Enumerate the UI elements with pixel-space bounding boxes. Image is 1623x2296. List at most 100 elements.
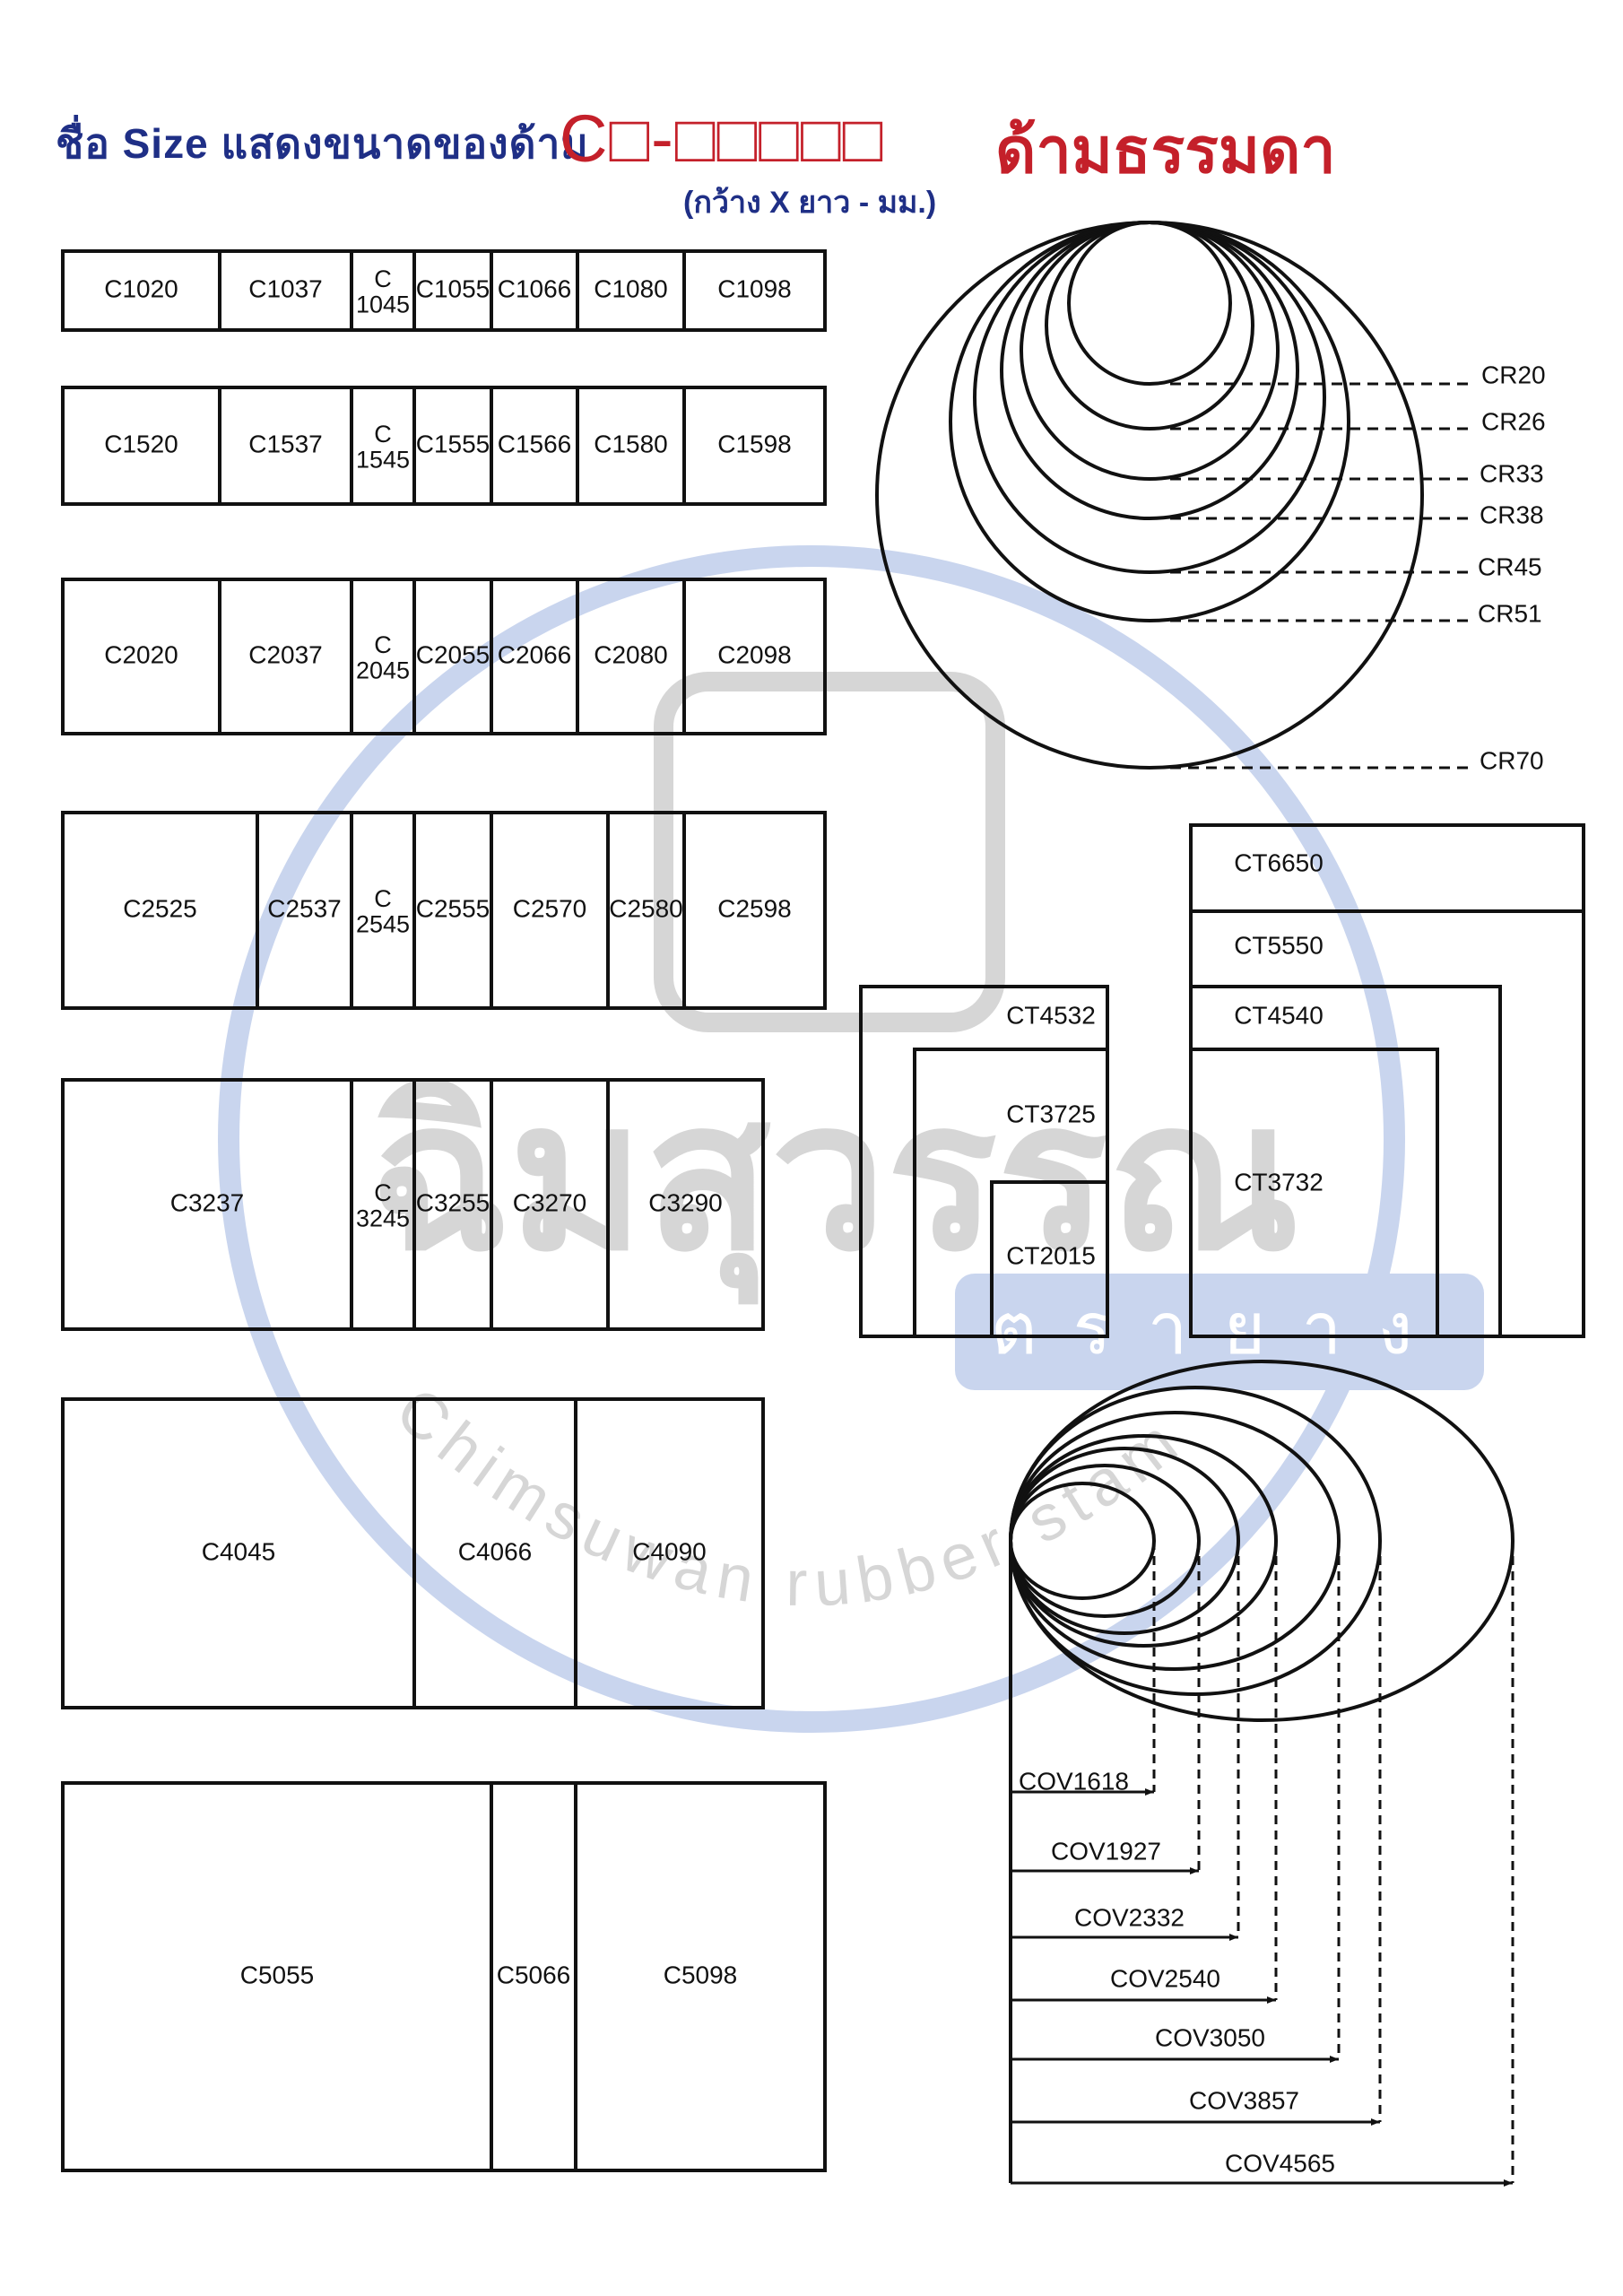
circle-outline <box>1000 221 1299 520</box>
size-label-c1055: C1055 <box>416 274 490 302</box>
size-row-frame <box>61 811 827 1010</box>
size-label-c1037: C1037 <box>248 274 323 302</box>
square-size-ct3732: CT3732 <box>1189 1048 1439 1338</box>
size-label-c1598: C1598 <box>717 430 792 457</box>
size-label-c2020: C2020 <box>104 640 178 668</box>
size-row-frame <box>61 386 827 506</box>
size-label-c2598: C2598 <box>717 894 792 922</box>
size-label-c5066: C5066 <box>497 1961 571 1988</box>
size-label-c1098: C1098 <box>717 274 792 302</box>
size-label-c1066: C1066 <box>498 274 572 302</box>
circle-label: CR20 <box>1481 361 1546 388</box>
circle-label: CR38 <box>1480 500 1544 528</box>
square-label: CT3725 <box>1006 1100 1096 1127</box>
size-label-c4090: C4090 <box>632 1537 707 1565</box>
circle-label: CR26 <box>1481 407 1546 435</box>
square-label: CT4532 <box>1006 1001 1096 1029</box>
size-label-c2537: C2537 <box>267 894 342 922</box>
square-outline <box>1189 1048 1439 1338</box>
size-row-frame <box>61 578 827 735</box>
size-label-c1580: C1580 <box>594 430 668 457</box>
circle-outline <box>1067 221 1232 386</box>
oval-label: COV2332 <box>1074 1903 1185 1931</box>
size-label-c3255: C3255 <box>416 1188 490 1216</box>
size-label-c2525: C2525 <box>123 894 197 922</box>
oval-label: COV3050 <box>1155 2023 1265 2051</box>
circle-outline <box>1020 221 1280 481</box>
size-label-c2570: C2570 <box>513 894 587 922</box>
watermark-badge <box>955 1274 1484 1390</box>
circle-outline <box>875 221 1424 770</box>
circle-label: CR70 <box>1480 746 1544 774</box>
title-code-format: C□-□□□□□ <box>560 101 885 176</box>
size-label-c2055: C2055 <box>416 640 490 668</box>
oval-size-cov3857: COV3857 <box>1009 1386 1382 2126</box>
size-label-c1520: C1520 <box>104 430 178 457</box>
circle-size-cr70: CR70 <box>875 221 1544 774</box>
size-label-c1080: C1080 <box>594 274 668 302</box>
size-label-c5098: C5098 <box>664 1961 738 1988</box>
oval-label: COV3857 <box>1189 2086 1299 2114</box>
oval-label: COV1927 <box>1051 1837 1161 1865</box>
watermark-ring <box>218 545 1405 1733</box>
size-label-c5055: C5055 <box>240 1961 315 1988</box>
square-outline <box>990 1180 1109 1338</box>
circle-outline <box>1045 221 1254 430</box>
square-label: CT4540 <box>1234 1001 1324 1029</box>
size-label-c4045: C4045 <box>202 1537 276 1565</box>
square-label: CT6650 <box>1234 848 1324 876</box>
oval-label: COV2540 <box>1110 1964 1220 1992</box>
size-label-c3290: C3290 <box>648 1188 723 1216</box>
size-label-c2037: C2037 <box>248 640 323 668</box>
subtitle-units: (กว้าง X ยาว - มม.) <box>683 186 937 220</box>
size-row-frame <box>61 249 827 332</box>
oval-size-cov2332: COV2332 <box>1009 1447 1240 1941</box>
oval-label: COV1618 <box>1019 1767 1129 1795</box>
square-size-ct2015: CT2015 <box>990 1180 1109 1338</box>
square-label: CT3732 <box>1234 1168 1324 1196</box>
oval-label: COV4565 <box>1225 2149 1335 2177</box>
oval-sizes: COV1618COV1927COV2332COV2540COV3050COV38… <box>1009 1360 1515 2187</box>
size-label-c3270: C3270 <box>513 1188 587 1216</box>
size-row-frame <box>61 1781 827 2172</box>
size-label-c1537: C1537 <box>248 430 323 457</box>
size-label-c1020: C1020 <box>104 274 178 302</box>
circle-size-cr26: CR26 <box>1045 221 1546 435</box>
title-size-names: ชื่อ Size แสดงขนาดของด้าม <box>56 120 589 167</box>
circle-label: CR51 <box>1478 599 1542 627</box>
circle-size-cr20: CR20 <box>1067 221 1546 388</box>
size-label-c3237: C3237 <box>170 1188 245 1216</box>
stamp-icon <box>654 672 1005 1032</box>
title-regular-handle: ด้ามธรรมดา <box>995 116 1336 186</box>
size-label-c2066: C2066 <box>498 640 572 668</box>
size-row-6: C4045 C4066 C4090 <box>61 1397 765 1709</box>
square-label: CT2015 <box>1006 1241 1096 1269</box>
watermark-brand-sub: ตรายาง <box>991 1289 1449 1369</box>
size-label-c1566: C1566 <box>498 430 572 457</box>
size-label-c1555: C1555 <box>416 430 490 457</box>
oval-size-cov4565: COV4565 <box>1009 1360 1515 2187</box>
circle-label: CR33 <box>1480 459 1544 487</box>
size-label-c2555: C2555 <box>416 894 490 922</box>
size-row-7: C5055 C5066 C5098 <box>61 1781 827 2172</box>
circle-size-cr33: CR33 <box>1020 221 1544 487</box>
oval-size-cov1927: COV1927 <box>1009 1464 1201 1874</box>
size-label-c4066: C4066 <box>458 1537 533 1565</box>
circle-label: CR45 <box>1478 552 1542 580</box>
square-label: CT5550 <box>1234 931 1324 959</box>
